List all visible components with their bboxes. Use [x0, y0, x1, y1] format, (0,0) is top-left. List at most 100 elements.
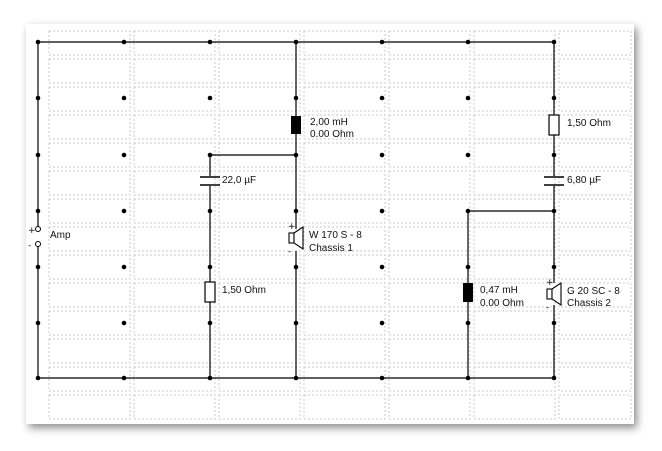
junction-dot	[293, 375, 299, 381]
woofer-minus-sign: -	[288, 247, 291, 257]
junction-dot	[207, 375, 213, 381]
grid-cell	[48, 142, 131, 168]
inductor-top-symbol[interactable]	[291, 116, 301, 134]
grid-cell	[218, 366, 301, 392]
junction-dot	[379, 264, 385, 270]
grid-cell	[218, 86, 301, 112]
grid-cell	[303, 30, 386, 56]
tweeter-speaker-magnet[interactable]	[546, 288, 553, 300]
resistor-left[interactable]: 1,50 Ohm	[204, 281, 266, 303]
amp-terminals[interactable]: + - Amp	[28, 226, 71, 251]
grid-cell	[388, 254, 471, 280]
resistor-right[interactable]: 1,50 Ohm	[548, 114, 611, 136]
grid-cell	[473, 142, 556, 168]
junction-dot	[121, 95, 127, 101]
junction-dot	[35, 320, 41, 326]
grid-cell	[218, 58, 301, 84]
resistor-right-symbol[interactable]	[548, 114, 560, 136]
schematic-canvas[interactable]	[26, 24, 634, 424]
grid-cell	[48, 226, 131, 252]
grid-cell	[133, 170, 216, 196]
junction-dot	[207, 320, 213, 326]
grid-cell	[558, 170, 632, 196]
junction-dot	[379, 375, 385, 381]
grid-cell	[388, 30, 471, 56]
grid-cell	[473, 170, 556, 196]
grid-cell	[303, 114, 386, 140]
grid-cell	[218, 170, 301, 196]
capacitor-left-value: 22,0 µF	[222, 175, 256, 186]
junction-dot	[551, 152, 557, 158]
junction-dot	[465, 152, 471, 158]
grid-cell	[48, 394, 131, 420]
junction-dot	[465, 375, 471, 381]
junction-dot	[207, 152, 213, 158]
grid-cell	[388, 114, 471, 140]
junction-dot	[35, 264, 41, 270]
grid-cell	[48, 86, 131, 112]
junction-dot	[121, 375, 127, 381]
capacitor-right[interactable]: 6,80 µF	[544, 175, 601, 186]
junction-dot	[35, 152, 41, 158]
grid-cell	[48, 198, 131, 224]
junction-dot	[551, 320, 557, 326]
junction-dot	[379, 320, 385, 326]
grid-cell	[473, 30, 556, 56]
grid-cell	[473, 254, 556, 280]
grid-cell	[388, 310, 471, 336]
amp-terminal-plus[interactable]	[35, 226, 41, 232]
tweeter-speaker-cone[interactable]	[551, 281, 562, 307]
woofer-speaker[interactable]: + - W 170 S - 8 Chassis 1	[288, 222, 362, 257]
grid-cell	[388, 338, 471, 364]
junction-dot	[551, 95, 557, 101]
junction-dot	[379, 39, 385, 45]
resistor-left-value: 1,50 Ohm	[222, 285, 266, 296]
inductor-bottom-symbol[interactable]	[463, 283, 473, 302]
junction-dot	[379, 152, 385, 158]
tweeter-speaker[interactable]: + - G 20 SC - 8 Chassis 2	[546, 278, 620, 313]
grid-cell	[303, 142, 386, 168]
amp-minus-sign: -	[28, 241, 31, 251]
inductor-bottom[interactable]: 0,47 mH 0.00 Ohm	[463, 283, 524, 309]
grid-cell	[218, 114, 301, 140]
grid-cell	[388, 366, 471, 392]
inductor-top[interactable]: 2,00 mH 0.00 Ohm	[291, 116, 354, 140]
grid-cell	[48, 170, 131, 196]
grid-cell	[558, 254, 632, 280]
woofer-plus-sign: +	[288, 222, 296, 232]
tweeter-model: G 20 SC - 8	[567, 286, 620, 297]
grid-cell	[558, 58, 632, 84]
grid-cell	[218, 198, 301, 224]
junction-dot	[551, 375, 557, 381]
capacitor-left[interactable]: 22,0 µF	[200, 175, 256, 186]
grid-cell	[133, 198, 216, 224]
junction-dot	[293, 39, 299, 45]
grid-cell	[218, 282, 301, 308]
woofer-speaker-magnet[interactable]	[288, 232, 295, 244]
resistor-left-symbol[interactable]	[204, 281, 216, 303]
grid-cell	[388, 226, 471, 252]
grid-cell	[473, 58, 556, 84]
grid-cell	[303, 282, 386, 308]
background-grid	[48, 30, 632, 420]
grid-cell	[133, 142, 216, 168]
grid-cell	[473, 310, 556, 336]
grid-cell	[303, 366, 386, 392]
grid-cell	[558, 30, 632, 56]
grid-cell	[473, 226, 556, 252]
amp-terminal-minus[interactable]	[35, 241, 41, 247]
grid-cell	[473, 394, 556, 420]
grid-cell	[473, 366, 556, 392]
grid-cell	[303, 338, 386, 364]
grid-cell	[388, 86, 471, 112]
woofer-model: W 170 S - 8	[309, 230, 362, 241]
junction-dot	[465, 320, 471, 326]
grid-cell	[48, 114, 131, 140]
grid-cell	[303, 254, 386, 280]
grid-cell	[388, 198, 471, 224]
woofer-speaker-cone[interactable]	[293, 225, 304, 251]
junction-dot	[121, 264, 127, 270]
woofer-chassis: Chassis 1	[309, 243, 353, 254]
junction-dots	[35, 39, 557, 381]
